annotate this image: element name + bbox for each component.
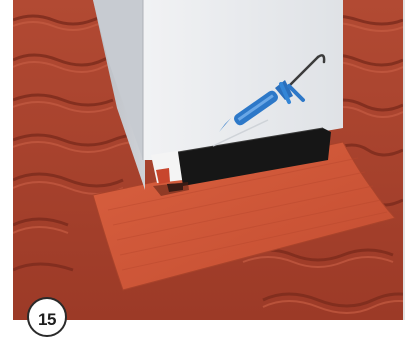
step-number: 15: [38, 310, 56, 330]
illustration-card: 15: [0, 0, 411, 320]
step-number-badge: 15: [27, 297, 67, 337]
roof-scene: [13, 0, 403, 320]
card-border: [403, 0, 405, 320]
roof-flashing-illustration: [13, 0, 403, 320]
